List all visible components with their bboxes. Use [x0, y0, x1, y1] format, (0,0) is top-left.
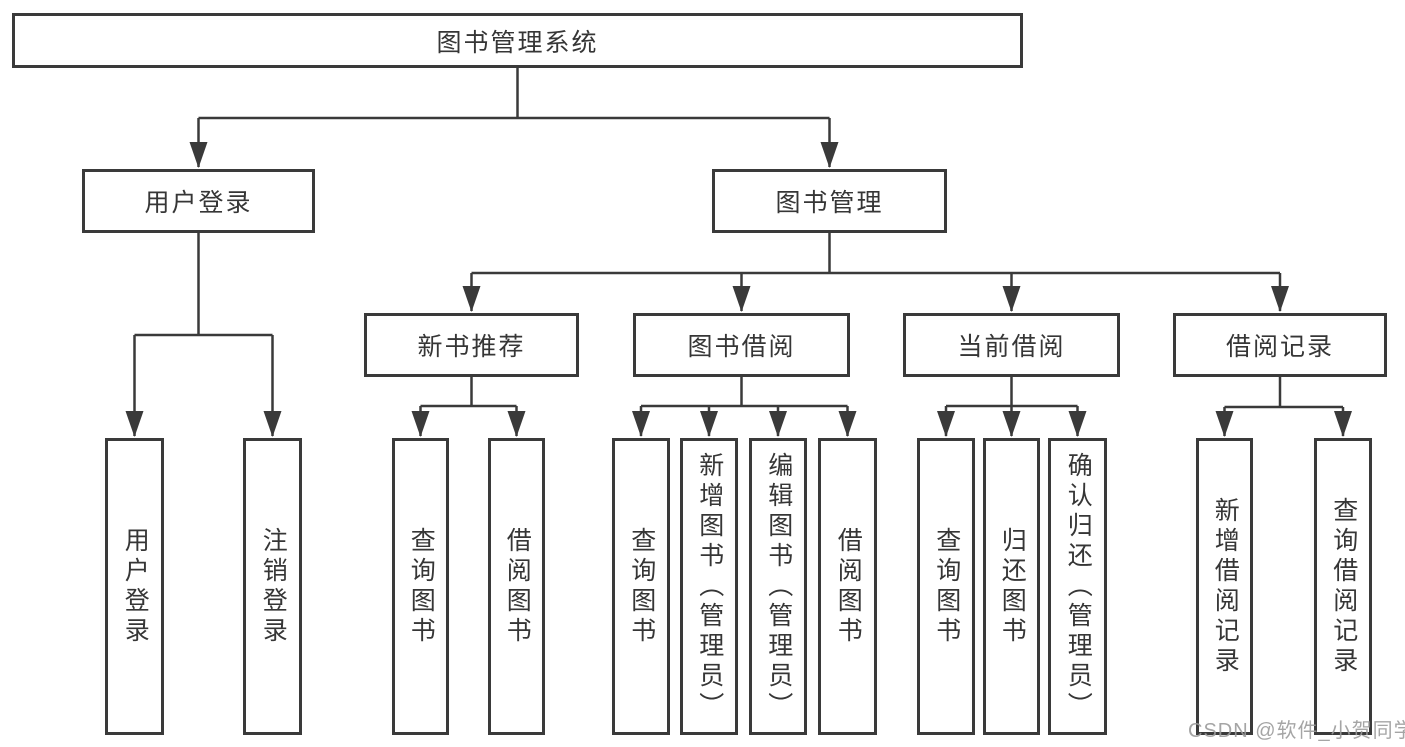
leaf-add-books-admin: 新增图书（管理员） [680, 438, 738, 735]
node-root-system: 图书管理系统 [12, 13, 1023, 68]
node-new-book-recommend: 新书推荐 [364, 313, 579, 377]
leaf-logout: 注销登录 [243, 438, 302, 735]
node-current-borrowing: 当前借阅 [903, 313, 1120, 377]
leaf-borrow-books-1: 借阅图书 [488, 438, 545, 735]
node-borrowing-records: 借阅记录 [1173, 313, 1387, 377]
node-book-borrowing: 图书借阅 [633, 313, 850, 377]
arrow-drops [125, 118, 1352, 437]
node-book-management: 图书管理 [712, 169, 947, 233]
leaf-confirm-return-admin: 确认归还（管理员） [1048, 438, 1107, 735]
connector-segments [134, 68, 1343, 409]
leaf-add-borrow-record: 新增借阅记录 [1196, 438, 1253, 735]
leaf-user-login: 用户登录 [105, 438, 164, 735]
leaf-query-books-1: 查询图书 [392, 438, 449, 735]
leaf-return-books: 归还图书 [983, 438, 1040, 735]
leaf-query-borrow-record: 查询借阅记录 [1314, 438, 1372, 735]
leaf-borrow-books-2: 借阅图书 [818, 438, 877, 735]
csdn-watermark: CSDN @软件_小贺同学 [1188, 720, 1405, 742]
node-user-login-branch: 用户登录 [82, 169, 315, 233]
leaf-query-books-3: 查询图书 [917, 438, 975, 735]
leaf-edit-books-admin: 编辑图书（管理员） [749, 438, 807, 735]
leaf-query-books-2: 查询图书 [612, 438, 670, 735]
